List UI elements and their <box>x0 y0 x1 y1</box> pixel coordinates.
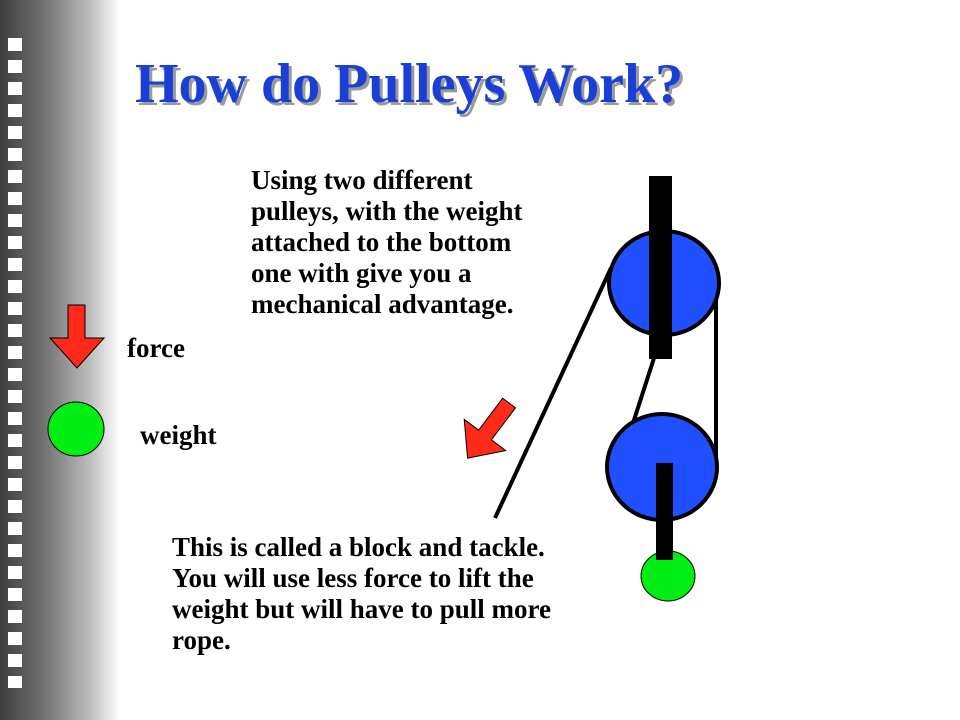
description-top: Using two different pulleys, with the we… <box>251 165 523 319</box>
upper-axle <box>649 176 672 359</box>
rope-pull-line <box>493 267 613 519</box>
slide-title: How do Pulleys Work? <box>135 53 684 115</box>
lower-axle <box>656 463 673 560</box>
force-label: force <box>127 333 185 363</box>
force-arrow-icon <box>463 397 517 459</box>
weight-label: weight <box>140 420 217 450</box>
legend-weight-icon <box>47 401 105 457</box>
description-bottom: This is called a block and tackle. You w… <box>172 532 552 655</box>
legend-force-arrow-icon <box>48 304 106 369</box>
side-square-strip <box>8 38 22 688</box>
